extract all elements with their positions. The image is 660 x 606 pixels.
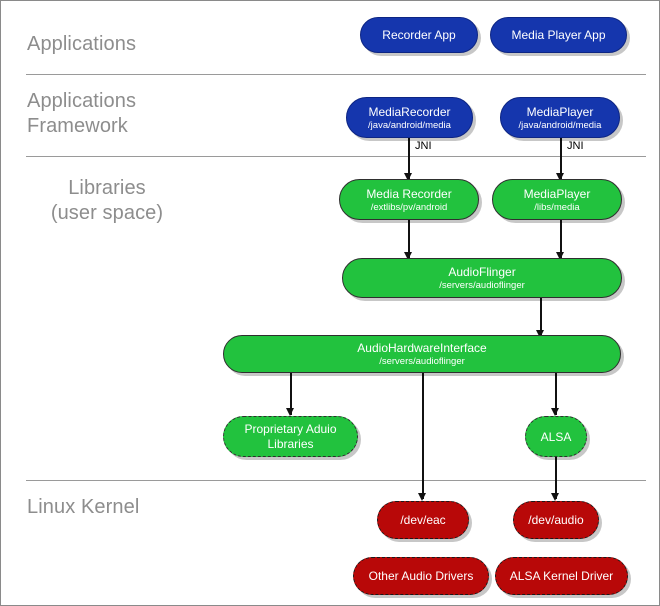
node-title: AudioHardwareInterface <box>357 341 487 355</box>
divider-framework <box>26 156 646 157</box>
node-title: AudioFlinger <box>448 265 516 279</box>
node-media-recorder-lib[interactable]: Media Recorder /extlibs/pv/android <box>339 179 479 220</box>
node-title: Proprietary Aduio <box>244 421 337 436</box>
section-label-applications-framework: Applications Framework <box>27 90 137 137</box>
node-subtitle: /libs/media <box>534 201 580 213</box>
arrowhead-audioflinger-ahi <box>536 330 544 338</box>
node-mediaplayer-lib[interactable]: MediaPlayer /libs/media <box>492 179 622 220</box>
connector-mediaplayer-jni <box>560 138 562 180</box>
node-alsa[interactable]: ALSA <box>525 416 587 457</box>
node-mediarecorder-framework[interactable]: MediaRecorder /java/android/media <box>346 97 473 138</box>
connector-ahi-alsa <box>555 373 557 415</box>
node-mediaplayer-framework[interactable]: MediaPlayer /java/android/media <box>500 97 620 138</box>
divider-linux-kernel <box>26 480 646 481</box>
section-label-libraries: Libraries (user space) <box>50 177 164 224</box>
connector-audioflinger-ahi <box>540 298 542 336</box>
arrowhead-mediarecorder-jni <box>404 173 412 181</box>
section-label-linux-kernel: Linux Kernel <box>27 496 140 518</box>
node-subtitle: /servers/audioflinger <box>379 356 465 367</box>
node-subtitle: Libraries <box>267 436 314 451</box>
edge-label-jni-right: JNI <box>567 140 584 152</box>
node-subtitle: /java/android/media <box>518 119 602 131</box>
node-title: /dev/eac <box>400 513 446 527</box>
arrowhead-ahi-dev-eac <box>418 493 426 501</box>
arrowhead-mediaplayer-jni <box>556 173 564 181</box>
node-dev-audio[interactable]: /dev/audio <box>513 501 599 539</box>
arrowhead-alsa-dev-audio <box>551 493 559 501</box>
node-title: ALSA Kernel Driver <box>509 569 614 583</box>
node-audiohardwareinterface[interactable]: AudioHardwareInterface /servers/audiofli… <box>223 335 621 373</box>
node-title: Media Player App <box>511 28 606 42</box>
node-audioflinger[interactable]: AudioFlinger /servers/audioflinger <box>342 258 622 298</box>
connector-mediarecorder-audioflinger <box>408 220 410 260</box>
divider-applications <box>26 74 646 75</box>
node-other-audio-drivers[interactable]: Other Audio Drivers <box>353 557 489 595</box>
node-proprietary-audio-libraries[interactable]: Proprietary Aduio Libraries <box>223 416 358 457</box>
section-label-applications: Applications <box>27 33 137 55</box>
node-title: Recorder App <box>382 28 456 42</box>
node-recorder-app[interactable]: Recorder App <box>360 17 478 53</box>
node-title: /dev/audio <box>528 513 584 527</box>
connector-mediarecorder-jni <box>408 138 410 180</box>
arrowhead-mediarecorder-audioflinger <box>404 252 412 260</box>
node-subtitle: /java/android/media <box>368 119 451 131</box>
node-subtitle: /extlibs/pv/android <box>370 201 448 213</box>
connector-mediaplayer-audioflinger <box>560 220 562 260</box>
node-dev-eac[interactable]: /dev/eac <box>377 501 469 539</box>
node-alsa-kernel-driver[interactable]: ALSA Kernel Driver <box>495 557 628 595</box>
connector-ahi-proprietary <box>290 373 292 415</box>
arrowhead-ahi-alsa <box>551 408 559 416</box>
node-media-player-app[interactable]: Media Player App <box>490 17 627 53</box>
node-title: MediaPlayer <box>523 186 591 201</box>
node-subtitle: /servers/audioflinger <box>439 280 525 291</box>
node-title: MediaPlayer <box>526 104 594 119</box>
edge-label-jni-left: JNI <box>415 140 432 152</box>
connector-ahi-dev-eac <box>422 373 424 499</box>
node-title: ALSA <box>540 429 572 444</box>
node-title: Media Recorder <box>366 186 452 201</box>
connector-alsa-dev-audio <box>555 457 557 499</box>
arrowhead-mediaplayer-audioflinger <box>556 252 564 260</box>
node-title: MediaRecorder <box>368 104 451 119</box>
arrowhead-ahi-proprietary <box>286 408 294 416</box>
node-title: Other Audio Drivers <box>368 569 474 583</box>
